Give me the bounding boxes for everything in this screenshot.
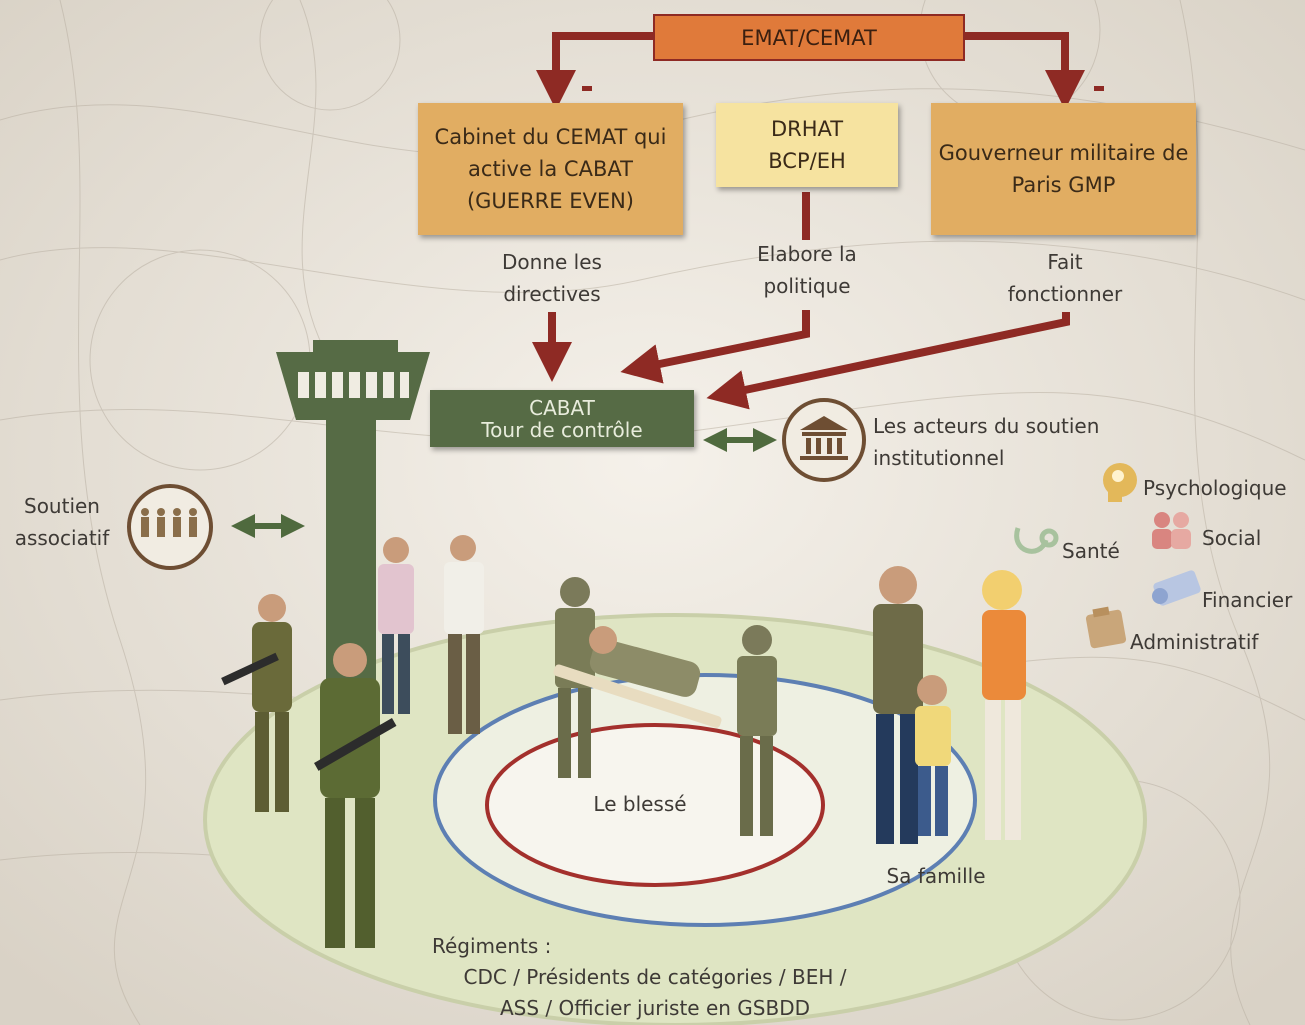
regiments-line: Régiments : [432,934,552,958]
family-figures [873,566,1026,844]
domain-sante: Santé [1062,539,1120,563]
gmp-label: Gouverneur militaire de Paris GMP [938,141,1189,197]
cabinet-cemat-label: Cabinet du CEMAT qui active la CABAT (GU… [434,125,667,213]
domain-financier: Financier [1202,588,1293,612]
associative-support-label: Soutien associatif [14,494,110,550]
soldier-figure-front [314,643,397,948]
soldiers-group-icon [127,484,213,570]
institutional-support-label: Les acteurs du soutien institutionnel [873,414,1100,470]
drhat-label: DRHAT BCP/EH [768,117,846,173]
regiments-label: Régiments : CDC / Présidents de catégorie… [400,931,910,1024]
emat-cemat-box: EMAT/CEMAT [653,14,965,61]
cabat-subtitle: Tour de contrôle [481,417,643,442]
action-fait-fonctionner: Fait fonctionner [1007,250,1123,306]
action-elabore-politique: Elabore la politique [757,242,857,298]
stethoscope-icon [1014,527,1059,554]
people-icon [1152,512,1191,549]
soldier-figure-left [221,594,292,812]
arrow-drhat-to-cabat [620,310,810,384]
wounded-label: Le blessé [593,792,687,816]
money-icon [1152,570,1201,606]
gmp-box: Gouverneur militaire de Paris GMP [931,103,1196,235]
tower-windows [298,372,409,398]
dash-mark-right [1094,86,1104,91]
dash-mark-left [582,86,592,91]
officers-figures [378,535,484,734]
arrow-emat-to-cabinet [536,32,655,110]
arrow-gmp-to-cabat [706,312,1070,410]
domain-psychologique: Psychologique [1143,476,1287,500]
stretcher-bearers [553,577,777,836]
control-tower-icon [276,340,430,680]
tower-shaft [326,420,376,680]
cabat-title: CABAT [529,395,595,420]
head-gear-icon [1103,463,1137,502]
action-donne-directives: Donne les directives [502,250,602,306]
hierarchy-arrows [532,32,1085,410]
domain-administratif: Administratif [1130,630,1259,654]
domain-social: Social [1202,526,1262,550]
institution-building-icon [782,398,866,482]
regiments-line: ASS / Officier juriste en GSBDD [499,996,811,1020]
drhat-box: DRHAT BCP/EH [716,103,898,187]
regiments-line: CDC / Présidents de catégories / BEH / [463,965,847,989]
cabinet-cemat-box: Cabinet du CEMAT qui active la CABAT (GU… [418,103,683,235]
family-label: Sa famille [886,864,986,888]
folder-icon [1085,606,1127,649]
arrow-emat-to-gmp [960,32,1085,110]
tower-roof [313,340,398,352]
cabat-control-tower-box: CABAT Tour de contrôle [430,390,694,447]
emat-cemat-label: EMAT/CEMAT [741,25,877,50]
